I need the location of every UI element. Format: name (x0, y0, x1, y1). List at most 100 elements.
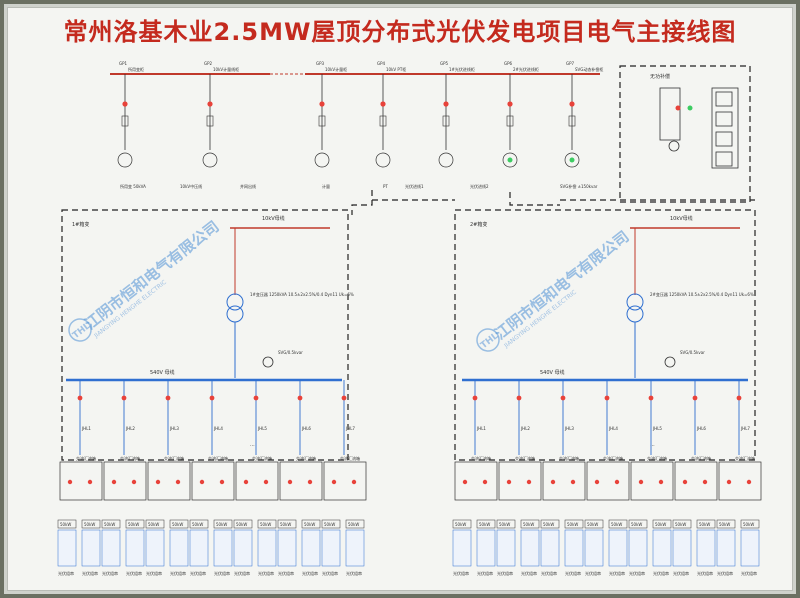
jhl-feeder-label: JHL2 (520, 426, 530, 431)
breaker-lamp-red (297, 395, 303, 401)
inverter-label: 50kW (60, 522, 71, 527)
jhl-feeder-label: JHL3 (564, 426, 574, 431)
pv-string-label: 光伏组串 (214, 570, 230, 576)
pv-string-array (608, 529, 628, 567)
combiner-label: 交流汇流箱 (515, 455, 535, 461)
pv-string-label: 光伏组串 (541, 570, 557, 576)
jhl-feeder-label: JHL1 (81, 426, 91, 431)
lamp-green (569, 157, 575, 163)
pv-string-label: 光伏组串 (146, 570, 162, 576)
pv-string-label: 光伏组串 (126, 570, 142, 576)
inverter-label: 50kW (128, 522, 139, 527)
inverter-label: 50kW (699, 522, 710, 527)
pv-string-label: 光伏组串 (697, 570, 713, 576)
inverter-label: 50kW (479, 522, 490, 527)
combiner-label: 交流汇流箱 (647, 455, 667, 461)
combiner-box (235, 461, 279, 501)
breaker-lamp-red (648, 395, 654, 401)
inverter-box (301, 519, 321, 529)
svg-cabinet-box (619, 65, 751, 203)
inverter-box (145, 519, 165, 529)
pv-string-label: 光伏组串 (497, 570, 513, 576)
inverter-label: 50kW (192, 522, 203, 527)
combiner-lamp (307, 479, 313, 485)
combiner-lamp (175, 479, 181, 485)
inverter-box (81, 519, 101, 529)
pv-string-array (628, 529, 648, 567)
breaker-lamp-red (253, 395, 259, 401)
inverter-label: 50kW (631, 522, 642, 527)
combiner-lamp (638, 479, 644, 485)
combiner-box (147, 461, 191, 501)
watermark-right: 江阴市恒和电气有限公司 JIANGYING HENGHE ELECTRIC (491, 227, 632, 350)
inverter-label: 50kW (743, 522, 754, 527)
top-feeder-name: 10kV PT柜 (386, 66, 406, 72)
feeder-end-symbol (564, 152, 580, 168)
link-top-sub1 (351, 190, 373, 215)
combiner-lamp (594, 479, 600, 485)
pv-string-label: 光伏组串 (565, 570, 581, 576)
combiner-label: 交流汇流箱 (603, 455, 623, 461)
breaker-lamp-red (560, 395, 566, 401)
combiner-lamp (287, 479, 293, 485)
top-feeder-name: 2#光伏进线柜 (513, 66, 539, 72)
combiner-label: 交流汇流箱 (208, 455, 228, 461)
top-feeder-code: GP5 (440, 61, 449, 66)
watermark-left: 江阴市恒和电气有限公司 JIANGYING HENGHE ELECTRIC (81, 217, 222, 340)
inverter-label: 50kW (304, 522, 315, 527)
top-feeder-code: GP6 (504, 61, 513, 66)
inverter-box (257, 519, 277, 529)
sub1-transformer (226, 293, 244, 323)
breaker-lamp-red (209, 395, 215, 401)
ct-symbol (568, 115, 576, 127)
combiner-box (586, 461, 630, 501)
svg-module-left (659, 87, 681, 141)
pv-string-label: 光伏组串 (258, 570, 274, 576)
pv-string-label: 光伏组串 (741, 570, 757, 576)
top-feeder-code: GP1 (119, 61, 128, 66)
combiner-label: 交流汇流箱 (164, 455, 184, 461)
combiner-lamp (550, 479, 556, 485)
combiner-lamp (482, 479, 488, 485)
breaker-lamp-red (380, 101, 386, 107)
combiner-lamp (702, 479, 708, 485)
watermark-name: 江阴市恒和电气有限公司 (491, 227, 632, 343)
top-bottom-label: 并网出线 (240, 183, 256, 189)
pv-string-array (125, 529, 145, 567)
sub2-ellipsis: ... (650, 442, 655, 448)
inverter-box (608, 519, 628, 529)
inverter-label: 50kW (655, 522, 666, 527)
sub2-transformer-spec: 2#变压器 1250kVA 10.5±2x2.5%/0.4 Dyn11 Uk=6… (650, 291, 754, 297)
inverter-label: 50kW (280, 522, 291, 527)
combiner-box (191, 461, 235, 501)
jhl-feeder-label: JHL1 (476, 426, 486, 431)
svg-module-right (711, 87, 739, 169)
top-feeder-code: GP3 (316, 61, 325, 66)
pv-string-array (101, 529, 121, 567)
inverter-box (189, 519, 209, 529)
pv-string-array (564, 529, 584, 567)
combiner-label: 交流汇流箱 (559, 455, 579, 461)
breaker-lamp-red (507, 101, 513, 107)
feeder-end-symbol (314, 152, 330, 168)
sub2-capacitor (664, 356, 676, 368)
sub1-bus-top-label: 10kV母线 (262, 215, 285, 222)
inverter-label: 50kW (523, 522, 534, 527)
pv-string-array (672, 529, 692, 567)
inverter-label: 50kW (216, 522, 227, 527)
inverter-box (716, 519, 736, 529)
combiner-lamp (506, 479, 512, 485)
combiner-lamp (526, 479, 532, 485)
top-feeder-code: GP2 (204, 61, 213, 66)
breaker-lamp-red (472, 395, 478, 401)
sub2-cap-label: SVG/0.5kvar (680, 350, 705, 355)
breaker-lamp-red (692, 395, 698, 401)
inverter-box (169, 519, 189, 529)
pv-string-label: 光伏组串 (82, 570, 98, 576)
lamp-red (675, 105, 681, 111)
combiner-lamp (746, 479, 752, 485)
combiner-box (498, 461, 542, 501)
pv-string-array (584, 529, 604, 567)
lamp-green (687, 105, 693, 111)
feeder-end-symbol (117, 152, 133, 168)
